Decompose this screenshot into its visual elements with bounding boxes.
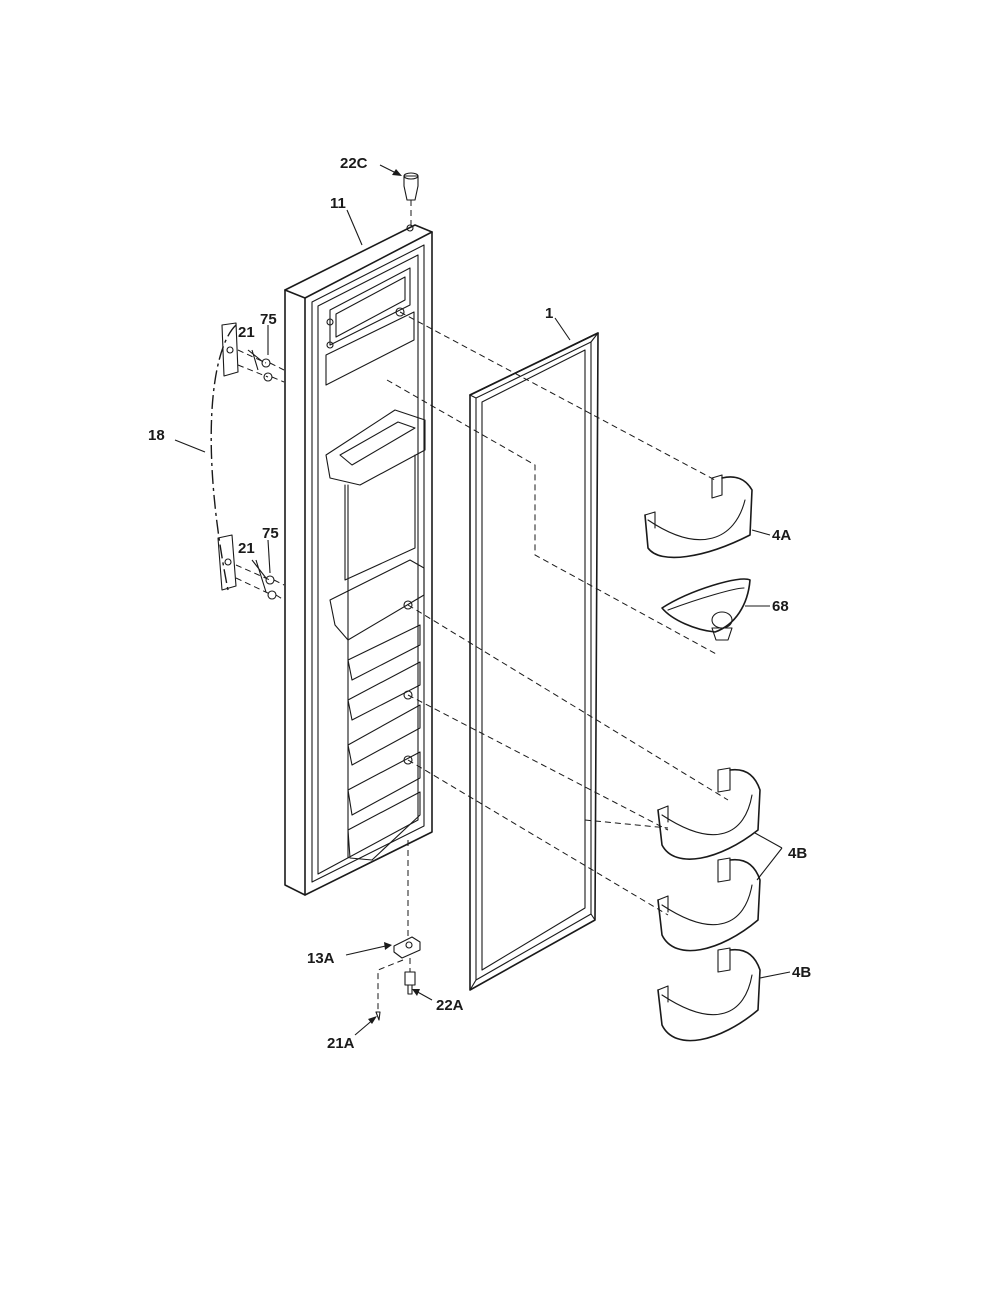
callout-22C: 22C — [340, 155, 368, 172]
top-hinge-pin-22C — [403, 172, 419, 226]
callout-4B-upper: 4B — [788, 845, 807, 862]
leader-lines — [174, 164, 791, 1036]
callout-21-lower: 21 — [238, 540, 255, 557]
callout-13A: 13A — [307, 950, 335, 967]
callout-11: 11 — [330, 195, 346, 212]
callout-22A: 22A — [436, 997, 464, 1014]
door-bin-4B-middle — [657, 857, 761, 952]
callout-21-upper: 21 — [238, 324, 255, 341]
bottom-hinge-13A — [393, 840, 421, 959]
projection-lines — [386, 311, 729, 916]
callout-21A: 21A — [327, 1035, 355, 1052]
callout-labels: 22C 11 1 75 21 18 75 21 4A 68 4B 4B 13A … — [148, 155, 811, 1052]
callout-4A: 4A — [772, 527, 791, 544]
callout-4B-lower: 4B — [792, 964, 811, 981]
door-gasket — [469, 332, 599, 991]
door-assembly — [284, 224, 433, 896]
cup-68 — [661, 578, 751, 641]
hinge-screw-21A — [375, 959, 404, 1021]
callout-75-lower: 75 — [262, 525, 279, 542]
callout-68: 68 — [772, 598, 789, 615]
handle-screws — [235, 349, 285, 601]
door-bin-4B-bottom — [657, 947, 761, 1042]
door-bin-4B-top — [657, 767, 761, 860]
handle — [210, 322, 239, 591]
hinge-screw-22A — [404, 958, 416, 995]
callout-1: 1 — [545, 305, 553, 322]
callout-75-upper: 75 — [260, 311, 277, 328]
callout-18: 18 — [148, 427, 165, 444]
door-bin-4A — [644, 474, 753, 559]
